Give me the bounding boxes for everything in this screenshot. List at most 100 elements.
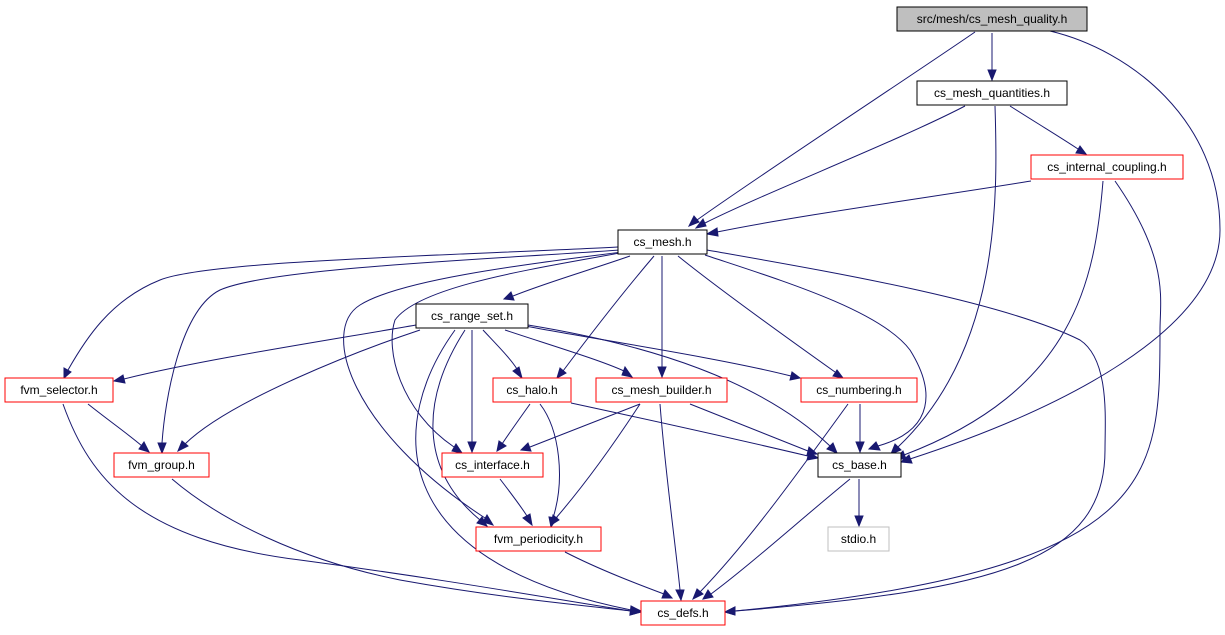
- node-fvm-periodicity[interactable]: fvm_periodicity.h: [475, 526, 602, 552]
- node-box: [492, 377, 572, 403]
- edge-line: [343, 251, 623, 519]
- edge-arrowhead: [855, 441, 865, 454]
- edge-line: [903, 180, 1104, 456]
- node-interface[interactable]: cs_interface.h: [441, 452, 544, 478]
- edge-arrowhead: [687, 215, 700, 227]
- edge-range_set-to-base: [527, 324, 838, 454]
- node-halo[interactable]: cs_halo.h: [492, 377, 572, 403]
- edge-arrowhead: [1075, 145, 1088, 155]
- edge-halo-to-interface: [496, 403, 531, 452]
- edge-line: [432, 329, 481, 521]
- edge-arrowhead: [692, 588, 704, 601]
- node-internal-coupling[interactable]: cs_internal_coupling.h: [1030, 154, 1184, 180]
- node-box: [1030, 154, 1184, 180]
- node-fvm-selector[interactable]: fvm_selector.h: [4, 377, 114, 403]
- node-label: cs_halo.h: [506, 383, 557, 397]
- edge-range_set-to-fvm_periodicity: [432, 329, 489, 527]
- edge-arrowhead: [789, 371, 802, 381]
- edge-arrowhead: [512, 366, 523, 380]
- node-box: [896, 6, 1088, 32]
- edge-line: [504, 329, 625, 372]
- edge-arrowhead: [519, 442, 532, 452]
- edge-line: [171, 478, 632, 612]
- edge-line: [710, 478, 851, 595]
- edge-line: [734, 180, 1162, 612]
- edge-internal_coupling-to-base: [893, 180, 1104, 460]
- edge-arrowhead: [138, 441, 150, 453]
- node-label: cs_mesh.h: [633, 235, 691, 249]
- edge-arrowhead: [63, 367, 72, 380]
- node-box: [4, 377, 114, 403]
- edge-line: [67, 246, 619, 371]
- node-label: fvm_selector.h: [20, 383, 97, 397]
- edge-internal_coupling-to-defs: [723, 180, 1162, 616]
- edge-mesh-to-interface: [391, 251, 626, 454]
- edge-mesh-to-fvm_selector: [63, 246, 619, 380]
- edge-arrowhead: [496, 440, 507, 452]
- edge-mesh-to-fvm_group: [157, 249, 621, 455]
- edge-arrowhead: [723, 606, 736, 616]
- edge-mesh_builder-to-interface: [519, 403, 641, 452]
- node-root[interactable]: src/mesh/cs_mesh_quality.h: [896, 6, 1088, 32]
- edge-arrowhead: [112, 374, 126, 384]
- node-mesh-quantities[interactable]: cs_mesh_quantities.h: [916, 80, 1068, 106]
- edge-arrowhead: [661, 589, 674, 599]
- edge-line: [499, 478, 528, 517]
- edge-line: [562, 255, 655, 372]
- edges-layer: [62, 30, 1221, 616]
- node-numbering[interactable]: cs_numbering.h: [800, 377, 918, 403]
- edge-arrowhead: [702, 589, 714, 600]
- edge-line: [699, 403, 849, 593]
- edge-line: [1009, 105, 1079, 150]
- node-box: [817, 452, 902, 478]
- node-label: cs_range_set.h: [431, 309, 513, 323]
- edge-range_set-to-fvm_group: [177, 329, 421, 453]
- node-mesh-builder[interactable]: cs_mesh_builder.h: [595, 377, 728, 403]
- edge-arrowhead: [705, 227, 719, 237]
- node-mesh[interactable]: cs_mesh.h: [617, 229, 708, 255]
- edge-line: [704, 105, 966, 224]
- edge-line: [123, 324, 417, 380]
- edge-line: [539, 403, 560, 519]
- edge-arrowhead: [675, 589, 685, 602]
- edge-arrowhead: [556, 367, 567, 380]
- edge-line: [570, 402, 809, 457]
- edge-mesh-to-range_set: [502, 255, 631, 301]
- node-label: fvm_periodicity.h: [494, 532, 583, 546]
- edge-mesh_quantities-to-internal_coupling: [1009, 105, 1088, 155]
- edge-line: [501, 403, 531, 445]
- edge-arrowhead: [157, 442, 167, 455]
- edge-line: [87, 403, 143, 447]
- edge-line: [62, 403, 632, 612]
- edge-line: [482, 329, 518, 370]
- edge-line: [512, 255, 631, 297]
- edge-range_set-to-fvm_selector: [112, 324, 417, 384]
- node-defs[interactable]: cs_defs.h: [640, 600, 726, 626]
- edge-mesh-to-fvm_periodicity: [343, 251, 623, 526]
- node-box: [113, 452, 210, 478]
- edge-fvm_selector-to-fvm_group: [87, 403, 150, 453]
- edge-interface-to-fvm_periodicity: [499, 478, 533, 527]
- node-range-set[interactable]: cs_range_set.h: [415, 303, 529, 329]
- edge-arrowhead: [657, 366, 667, 379]
- node-box: [617, 229, 708, 255]
- edge-line: [897, 105, 997, 448]
- edge-line: [529, 403, 641, 448]
- node-fvm-group[interactable]: fvm_group.h: [113, 452, 210, 478]
- nodes-layer: src/mesh/cs_mesh_quality.h cs_mesh_quanti…: [4, 6, 1184, 626]
- edge-arrowhead: [621, 365, 634, 378]
- node-box: [415, 303, 529, 329]
- edge-root-to-mesh_quantities: [987, 33, 997, 82]
- edge-mesh_quantities-to-mesh: [694, 105, 966, 229]
- edge-base-to-stdio: [854, 479, 864, 528]
- edge-numbering-to-defs: [692, 403, 849, 601]
- edge-arrowhead: [826, 442, 838, 454]
- node-label: cs_numbering.h: [816, 383, 901, 397]
- edge-line: [415, 329, 632, 611]
- edge-arrowhead: [890, 443, 902, 455]
- edge-arrowhead: [806, 446, 819, 456]
- edge-arrowhead: [550, 514, 560, 527]
- edge-arrowhead: [867, 441, 881, 451]
- edge-arrowhead: [854, 515, 864, 528]
- node-base[interactable]: cs_base.h: [817, 452, 902, 478]
